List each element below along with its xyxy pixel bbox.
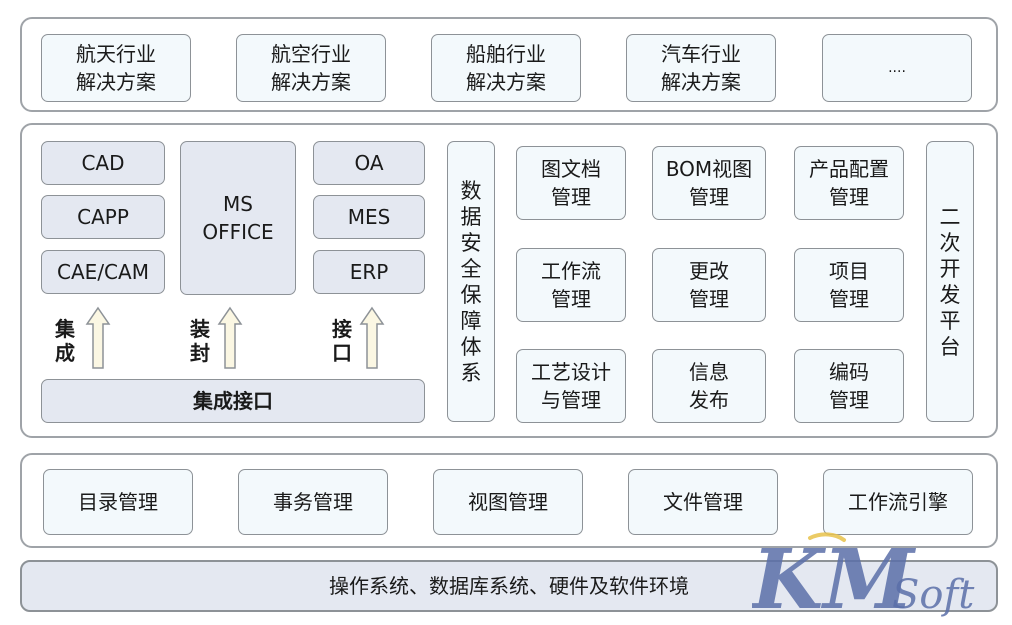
interface-up-arrow-icon bbox=[359, 306, 385, 369]
erp-box: ERP bbox=[313, 250, 425, 294]
kmsoft-logo-letters: KM bbox=[752, 532, 916, 620]
cad-box: CAD bbox=[41, 141, 165, 185]
workflow-management-box: 工作流 管理 bbox=[516, 248, 626, 322]
change-management-box: 更改 管理 bbox=[652, 248, 766, 322]
wrap-up-arrow-icon bbox=[217, 306, 243, 369]
directory-management-box: 目录管理 bbox=[43, 469, 193, 535]
capp-box: CAPP bbox=[41, 195, 165, 239]
oa-box: OA bbox=[313, 141, 425, 185]
project-management-box: 项目 管理 bbox=[794, 248, 904, 322]
secondary-development-platform-box: 二 次 开 发 平 台 bbox=[926, 141, 974, 422]
coding-management-box: 编码 管理 bbox=[794, 349, 904, 423]
integration-label: 集 成 bbox=[55, 317, 75, 365]
integration-up-arrow-icon bbox=[85, 306, 111, 369]
transaction-management-box: 事务管理 bbox=[238, 469, 388, 535]
ms-office-box: MS OFFICE bbox=[180, 141, 296, 295]
aviation-solution-box: 航空行业 解决方案 bbox=[236, 34, 386, 102]
view-management-box: 视图管理 bbox=[433, 469, 583, 535]
wrap-label: 装 封 bbox=[190, 317, 210, 365]
cae-cam-box: CAE/CAM bbox=[41, 250, 165, 294]
kmsoft-logo: KM Soft bbox=[752, 532, 975, 620]
information-release-box: 信息 发布 bbox=[652, 349, 766, 423]
workflow-engine-box: 工作流引擎 bbox=[823, 469, 973, 535]
process-design-box: 工艺设计 与管理 bbox=[516, 349, 626, 423]
aerospace-solution-box: 航天行业 解决方案 bbox=[41, 34, 191, 102]
product-configuration-box: 产品配置 管理 bbox=[794, 146, 904, 220]
document-management-box: 图文档 管理 bbox=[516, 146, 626, 220]
integration-interface-box: 集成接口 bbox=[41, 379, 425, 423]
bom-view-management-box: BOM视图 管理 bbox=[652, 146, 766, 220]
interface-label: 接 口 bbox=[332, 317, 352, 365]
mes-box: MES bbox=[313, 195, 425, 239]
automotive-solution-box: 汽车行业 解决方案 bbox=[626, 34, 776, 102]
file-management-box: 文件管理 bbox=[628, 469, 778, 535]
kmsoft-logo-suffix: Soft bbox=[892, 572, 975, 618]
data-security-system-box: 数 据 安 全 保 障 体 系 bbox=[447, 141, 495, 422]
os-database-hardware-environment-bar: 操作系统、数据库系统、硬件及软件环境 bbox=[20, 560, 998, 612]
shipbuilding-solution-box: 船舶行业 解决方案 bbox=[431, 34, 581, 102]
more-solutions-box: .... bbox=[822, 34, 972, 102]
